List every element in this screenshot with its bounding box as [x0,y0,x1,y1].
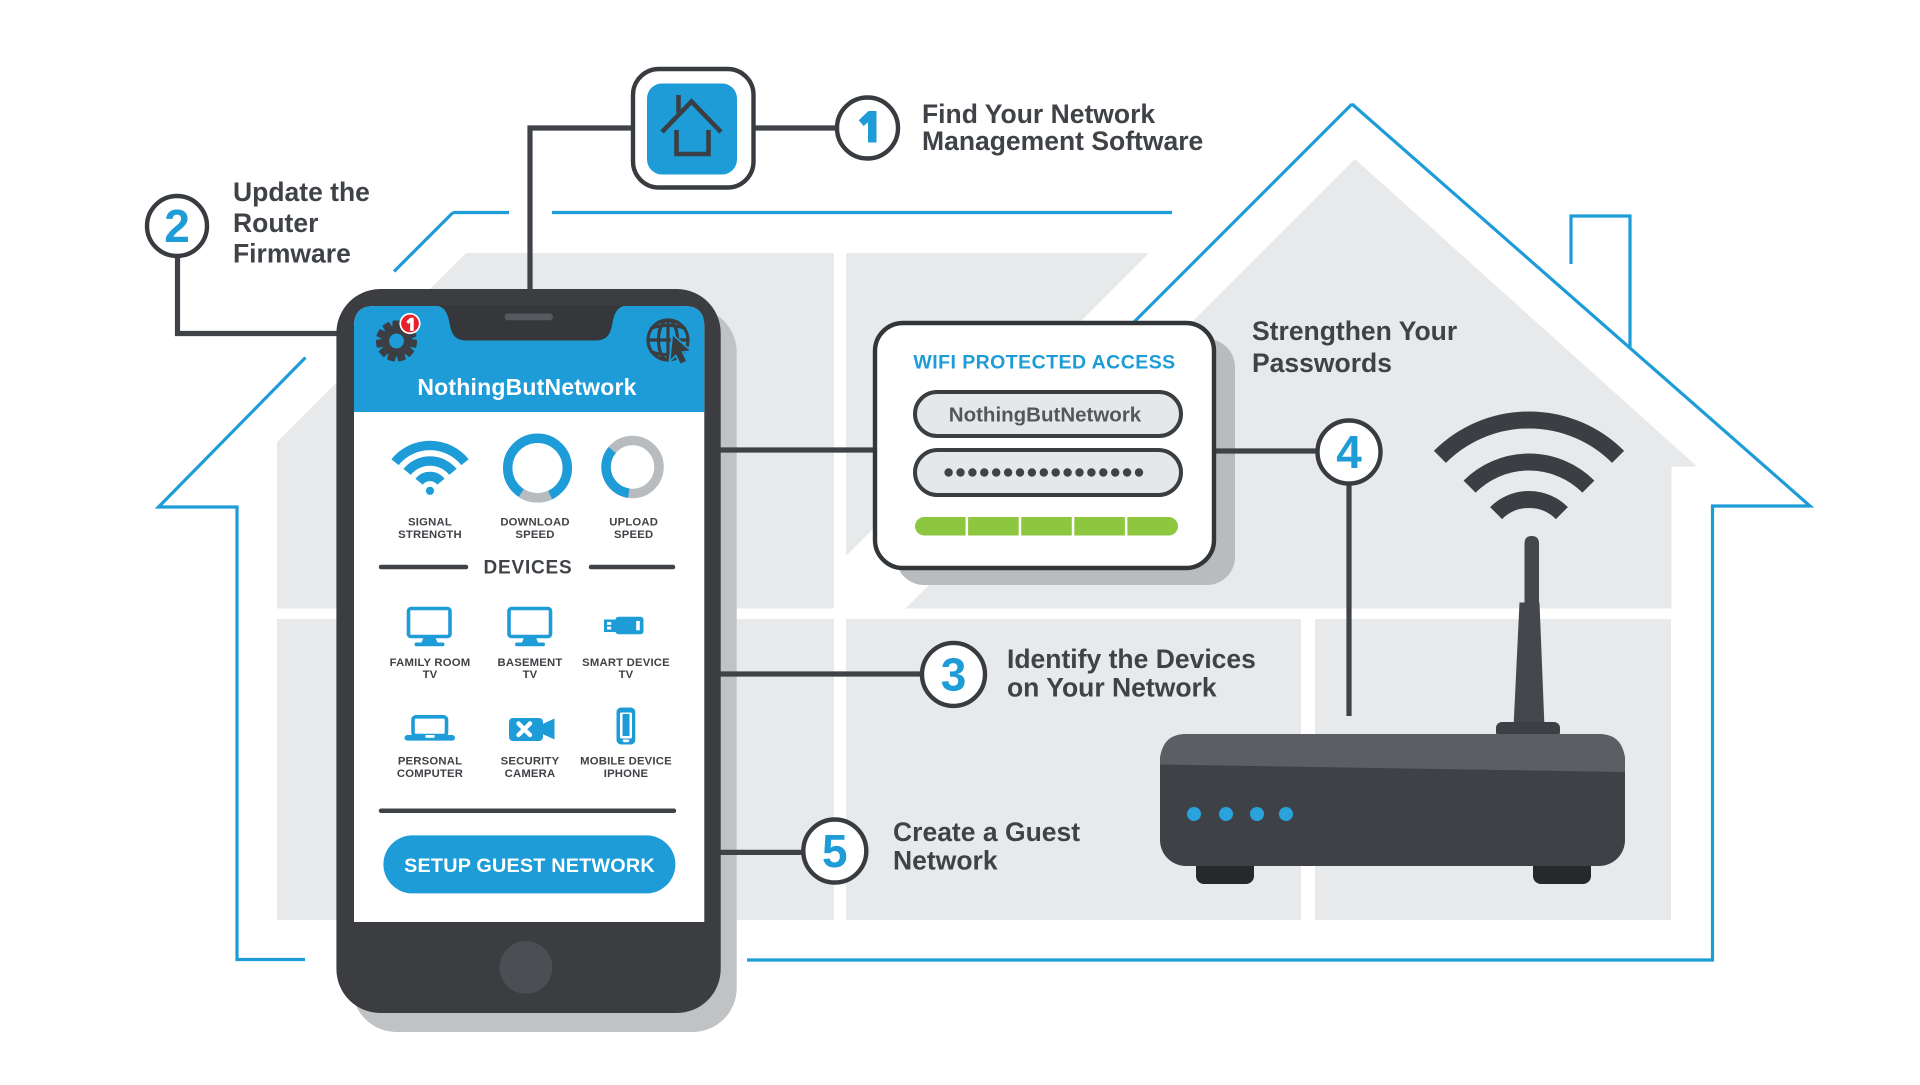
svg-text:CAMERA: CAMERA [505,768,556,780]
svg-text:PERSONAL: PERSONAL [398,756,462,768]
svg-text:WIFI PROTECTED ACCESS: WIFI PROTECTED ACCESS [913,352,1175,374]
svg-text:NothingButNetwork: NothingButNetwork [417,374,636,400]
svg-text:Strengthen Your: Strengthen Your [1252,316,1457,346]
svg-text:Create a Guest: Create a Guest [893,817,1080,847]
svg-text:TV: TV [619,669,634,681]
svg-text:TV: TV [523,669,538,681]
svg-text:4: 4 [1336,426,1362,478]
svg-text:MOBILE DEVICE: MOBILE DEVICE [580,756,672,768]
svg-text:Router: Router [233,208,318,238]
svg-text:Firmware: Firmware [233,239,351,269]
svg-text:Find Your Network: Find Your Network [922,99,1155,129]
svg-text:SETUP GUEST NETWORK: SETUP GUEST NETWORK [404,855,655,877]
svg-text:COMPUTER: COMPUTER [397,768,463,780]
svg-text:DEVICES: DEVICES [483,558,572,579]
svg-text:2: 2 [164,200,190,252]
svg-text:SMART DEVICE: SMART DEVICE [582,657,670,669]
svg-text:SIGNAL: SIGNAL [408,517,452,529]
svg-text:TV: TV [423,669,438,681]
svg-text:SPEED: SPEED [515,529,554,541]
svg-text:Management Software: Management Software [922,126,1203,156]
svg-text:STRENGTH: STRENGTH [398,529,462,541]
svg-text:3: 3 [941,648,967,700]
svg-text:SECURITY: SECURITY [501,756,560,768]
svg-text:Update the: Update the [233,177,370,207]
svg-text:Network: Network [893,846,998,876]
svg-text:on Your Network: on Your Network [1007,673,1217,703]
svg-text:SPEED: SPEED [614,529,653,541]
svg-text:DOWNLOAD: DOWNLOAD [500,517,569,529]
svg-text:BASEMENT: BASEMENT [498,657,563,669]
svg-text:NothingButNetwork: NothingButNetwork [949,404,1142,427]
svg-text:Identify the Devices: Identify the Devices [1007,644,1256,674]
svg-text:IPHONE: IPHONE [604,768,649,780]
svg-text:5: 5 [822,825,848,877]
svg-text:UPLOAD: UPLOAD [609,517,658,529]
svg-text:FAMILY ROOM: FAMILY ROOM [390,657,471,669]
svg-text:Passwords: Passwords [1252,348,1392,378]
